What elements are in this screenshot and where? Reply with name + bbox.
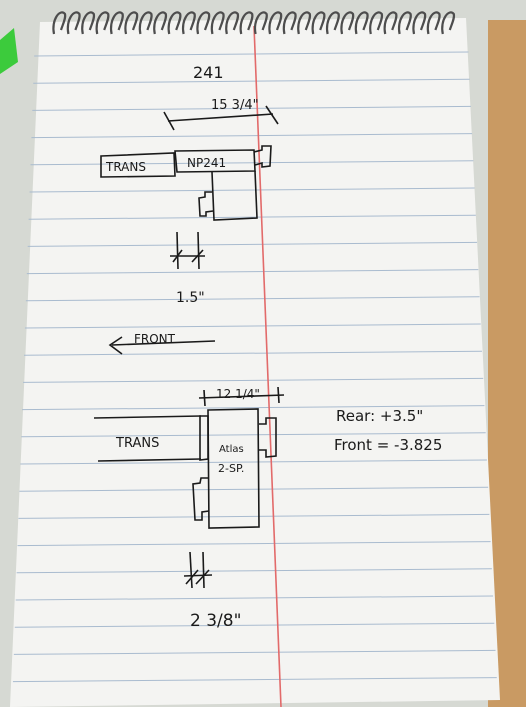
spiral-coil	[325, 11, 340, 35]
ruled-line	[28, 214, 476, 220]
front-arrow	[108, 336, 216, 355]
green-object	[0, 28, 18, 74]
spiral-coil	[167, 11, 182, 35]
spiral-coil	[225, 11, 240, 35]
ruled-line	[24, 350, 482, 356]
spiral-coil	[196, 11, 211, 35]
ruled-line	[26, 269, 479, 275]
spiral-coil	[253, 11, 268, 35]
spiral-coil	[52, 11, 67, 35]
lower-trans-label: TRANS	[115, 436, 159, 451]
spiral-coil	[210, 11, 225, 35]
rear-offset-note: Rear: +3.5"	[336, 407, 423, 425]
ruled-line	[30, 160, 474, 166]
front-offset-note: Front = -3.825	[334, 436, 442, 454]
lower-drawing	[93, 386, 285, 589]
ruled-line	[20, 459, 487, 465]
ruled-line	[15, 595, 494, 601]
spiral-coil	[340, 11, 355, 35]
ruled-line	[12, 677, 497, 683]
ruled-line	[18, 513, 490, 519]
ruled-line	[32, 105, 471, 111]
spiral-coil	[66, 11, 81, 35]
spiral-coil	[268, 11, 283, 35]
ruled-line	[31, 133, 473, 139]
atlas-2sp-label: 2-SP.	[218, 462, 244, 475]
lower-dimension: 12 1/4"	[216, 387, 260, 401]
spiral-coil	[95, 11, 110, 35]
upper-offset-dimension: 1.5"	[176, 290, 205, 306]
lower-offset-dimension: 2 3/8"	[190, 611, 241, 631]
ruled-line	[33, 78, 470, 84]
title-241: 241	[193, 63, 224, 82]
spiral-coil	[109, 11, 124, 35]
ruled-line	[27, 241, 478, 247]
ruled-line	[23, 377, 484, 383]
np241-label: NP241	[187, 156, 226, 170]
notepad-page	[10, 18, 500, 707]
spiral-coil	[354, 11, 369, 35]
spiral-coil	[153, 11, 168, 35]
ruled-line	[22, 405, 485, 411]
front-label: FRONT	[134, 332, 176, 346]
spiral-coil	[311, 11, 326, 35]
ruled-lines	[12, 51, 497, 683]
spiral-coil	[138, 11, 153, 35]
upper-trans-label: TRANS	[105, 160, 146, 174]
spiral-coil	[81, 11, 96, 35]
atlas-label: Atlas	[219, 444, 244, 455]
spiral-coil	[426, 11, 441, 35]
spiral-coil	[282, 11, 297, 35]
spiral-coil	[383, 11, 398, 35]
spiral-coil	[297, 11, 312, 35]
ruled-line	[21, 432, 486, 438]
ruled-line	[34, 51, 469, 57]
ruled-line	[25, 296, 480, 302]
spiral-coil	[124, 11, 139, 35]
ruled-line	[19, 486, 489, 492]
spiral-binding	[52, 11, 456, 35]
ruled-line	[29, 187, 475, 193]
spiral-coil	[239, 11, 254, 35]
upper-dimension: 15 3/4"	[211, 98, 259, 113]
ruled-line	[13, 649, 496, 655]
ruled-line	[17, 541, 491, 547]
spiral-coil	[441, 11, 456, 35]
ruled-line	[14, 622, 495, 628]
spiral-coil	[397, 11, 412, 35]
spiral-coil	[181, 11, 196, 35]
ruled-line	[16, 568, 492, 574]
spiral-coil	[412, 11, 427, 35]
ruled-line	[24, 323, 481, 329]
margin-line	[253, 25, 282, 707]
spiral-coil	[369, 11, 384, 35]
upper-drawing	[100, 105, 279, 270]
